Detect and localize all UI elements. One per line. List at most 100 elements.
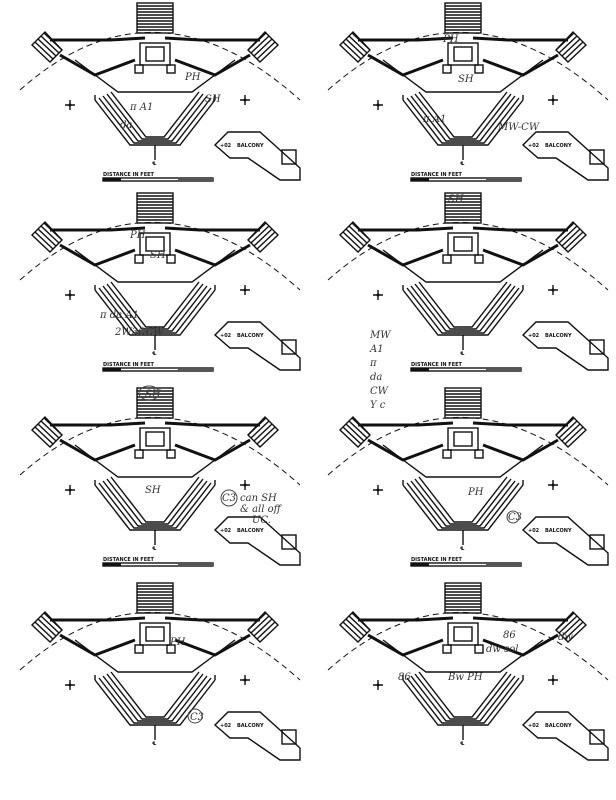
stair-tread	[351, 222, 371, 241]
upper-wall	[50, 616, 260, 622]
small-room	[134, 449, 144, 459]
centerline-label: ℄	[460, 161, 465, 167]
small-room	[166, 254, 176, 264]
column-marker-dot	[68, 293, 72, 297]
column-marker-dot	[68, 488, 72, 492]
seating-tier	[110, 281, 200, 328]
inner-wall	[382, 444, 544, 478]
centerline-label: ℄	[152, 161, 157, 167]
seating-tier	[102, 95, 208, 142]
balcony-stair	[281, 534, 297, 550]
upper-wall	[50, 226, 260, 232]
seating-tier	[410, 480, 516, 527]
inner-wall	[382, 249, 544, 283]
seating-tier	[410, 285, 516, 332]
balcony-label: BALCONY	[545, 723, 572, 729]
stair-tread	[345, 38, 365, 57]
stair-tread	[247, 612, 267, 631]
scale-bar: DISTANCE IN FEET	[410, 172, 522, 182]
stair-tread	[558, 35, 578, 54]
upper-wall	[50, 421, 260, 427]
stair-tread	[40, 225, 60, 244]
centerline-label: ℄	[152, 546, 157, 552]
scale-segment	[486, 178, 521, 181]
stair-tread	[37, 228, 57, 247]
scale-segment	[103, 563, 121, 566]
margin-handwritten-note: MW	[369, 330, 391, 341]
seating-tier	[406, 677, 520, 724]
seating-tier	[410, 95, 516, 142]
handwritten-note: da	[120, 120, 132, 131]
scale-segment	[103, 178, 121, 181]
stair-tread	[40, 615, 60, 634]
scale-segment	[178, 368, 213, 371]
stair-tread	[37, 38, 57, 57]
balcony-elevation: +02	[528, 528, 540, 534]
seating-tier	[414, 93, 512, 140]
stair-tread	[561, 423, 581, 442]
small-room	[474, 644, 484, 654]
column-marker-dot	[551, 483, 555, 487]
inner-wall	[74, 444, 236, 478]
center-room	[447, 42, 479, 66]
seating-tier	[106, 478, 204, 525]
stair-tread	[256, 41, 276, 60]
stair-tread	[348, 35, 368, 54]
handwritten-note: SH	[448, 194, 464, 205]
balcony-elevation: +02	[528, 333, 540, 339]
stair-tread	[555, 612, 575, 631]
seating-tier	[94, 99, 216, 146]
stair-tread	[40, 35, 60, 54]
handwritten-note: C3	[508, 512, 522, 523]
stair-tread	[342, 41, 362, 60]
seating-tier	[410, 675, 516, 722]
centerline-label: ℄	[460, 351, 465, 357]
seating-tier	[414, 283, 512, 330]
small-room	[442, 64, 452, 74]
center-core	[145, 236, 165, 252]
upper-wall	[50, 36, 260, 42]
stair-tread	[253, 228, 273, 247]
balcony-outline	[521, 516, 609, 566]
scale-segment	[411, 563, 429, 566]
seating-tier	[402, 289, 524, 336]
stair-tread	[250, 225, 270, 244]
handwritten-note: 86	[503, 630, 516, 641]
scale-title: DISTANCE IN FEET	[411, 362, 463, 368]
column-marker-dot	[551, 98, 555, 102]
center-room	[139, 622, 171, 646]
handwritten-note: Bw PH	[447, 672, 483, 683]
scale-bar: DISTANCE IN FEET	[410, 557, 522, 567]
seating-tier	[98, 482, 212, 529]
margin-handwritten-note: da	[370, 372, 382, 383]
center-core	[453, 46, 473, 62]
stair-tread	[40, 420, 60, 439]
balcony-stair	[589, 534, 605, 550]
handwritten-note: MW-CW	[497, 122, 540, 133]
handwritten-note: PH	[169, 637, 186, 648]
upper-wall	[358, 421, 568, 427]
scale-segment	[411, 368, 429, 371]
stair-tread	[250, 35, 270, 54]
handwritten-note: π A1	[129, 102, 153, 113]
small-room	[474, 64, 484, 74]
upper-wall	[358, 616, 568, 622]
inner-wall	[382, 639, 544, 673]
seating-tier	[106, 93, 204, 140]
stair-tread	[253, 423, 273, 442]
inner-wall	[382, 59, 544, 93]
seating-tier	[406, 97, 520, 144]
stair-tread	[342, 231, 362, 250]
balcony-stair	[589, 339, 605, 355]
scale-bar: DISTANCE IN FEET	[102, 172, 214, 182]
scale-title: DISTANCE IN FEET	[411, 172, 463, 178]
balcony-outline	[521, 321, 609, 371]
stair-tread	[345, 423, 365, 442]
balcony-elevation: +02	[220, 723, 232, 729]
seating-tier	[418, 91, 508, 138]
handwritten-note: dw sol	[486, 644, 519, 655]
seating-tier	[402, 484, 524, 531]
upper-wall	[358, 36, 568, 42]
